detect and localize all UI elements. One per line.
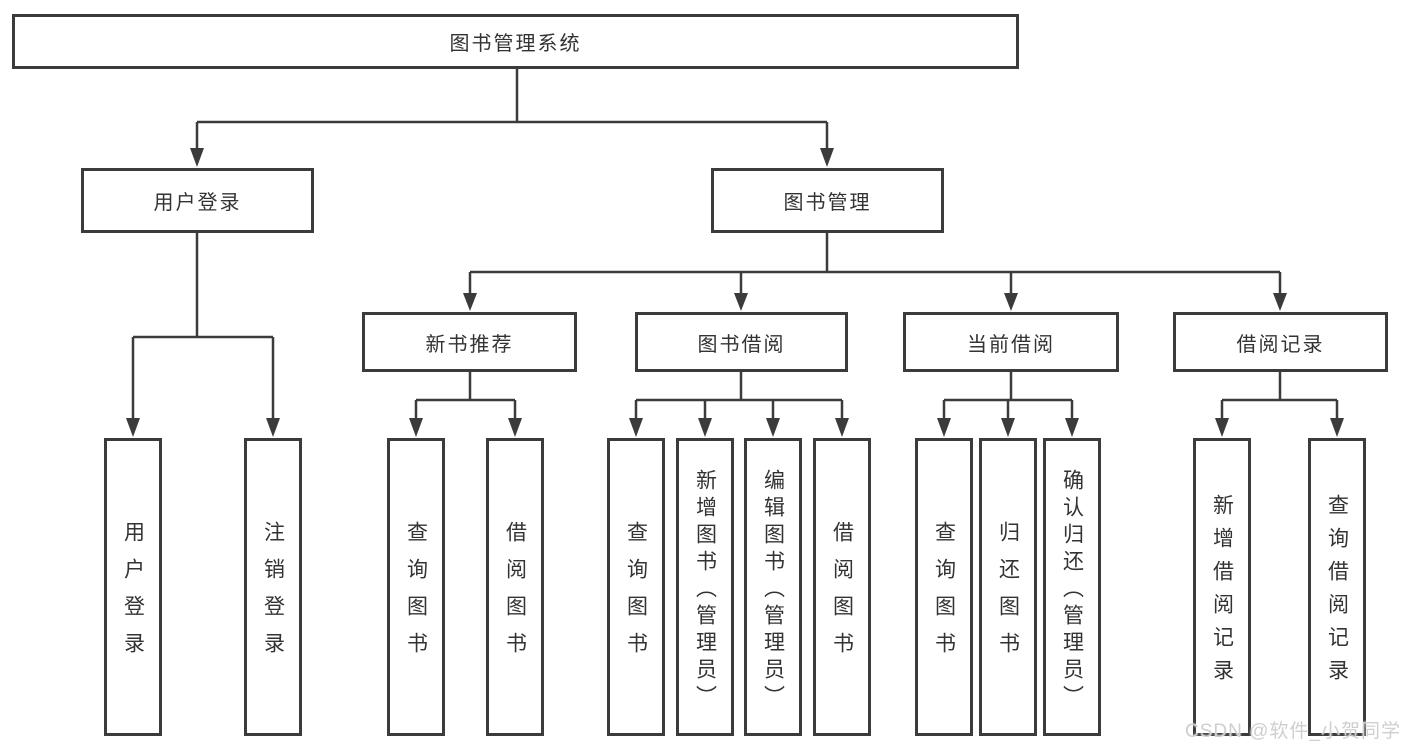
leaf-user-login: 用户登录: [104, 438, 162, 736]
leaf-query-books-current: 查询图书: [915, 438, 973, 736]
leaf-label: 用户登录: [121, 521, 145, 669]
node-borrow-records: 借阅记录: [1173, 312, 1388, 372]
leaf-label: 确认归还（管理员）: [1060, 468, 1084, 712]
leaf-label: 新增借阅记录: [1210, 494, 1234, 692]
leaf-query-books-borrow: 查询图书: [607, 438, 665, 736]
node-book-management: 图书管理: [711, 168, 944, 233]
node-book-borrow: 图书借阅: [635, 312, 848, 372]
node-new-book-recommend: 新书推荐: [362, 312, 577, 372]
node-user-login: 用户登录: [81, 168, 314, 233]
leaf-borrow-books-borrow: 借阅图书: [813, 438, 871, 736]
node-current-borrow: 当前借阅: [903, 312, 1119, 372]
leaf-confirm-return-admin: 确认归还（管理员）: [1043, 438, 1101, 736]
leaf-logout: 注销登录: [244, 438, 302, 736]
leaf-label: 查询图书: [932, 521, 956, 669]
leaf-label: 新增图书（管理员）: [693, 468, 717, 712]
leaf-borrow-books-recommend: 借阅图书: [486, 438, 544, 736]
leaf-add-borrow-record: 新增借阅记录: [1193, 438, 1251, 736]
node-library-management-system: 图书管理系统: [12, 14, 1019, 69]
leaf-label: 查询借阅记录: [1325, 494, 1349, 692]
leaf-label: 借阅图书: [503, 521, 527, 669]
leaf-label: 注销登录: [261, 521, 285, 669]
leaf-add-book-admin: 新增图书（管理员）: [676, 438, 734, 736]
leaf-label: 查询图书: [624, 521, 648, 669]
leaf-query-books-recommend: 查询图书: [387, 438, 445, 736]
leaf-label: 归还图书: [996, 521, 1020, 669]
leaf-return-book: 归还图书: [979, 438, 1037, 736]
csdn-watermark: CSDN @软件_小贺同学: [1185, 721, 1401, 742]
leaf-query-borrow-record: 查询借阅记录: [1308, 438, 1366, 736]
leaf-edit-book-admin: 编辑图书（管理员）: [744, 438, 802, 736]
leaf-label: 编辑图书（管理员）: [761, 468, 785, 712]
leaf-label: 查询图书: [404, 521, 428, 669]
leaf-label: 借阅图书: [830, 521, 854, 669]
